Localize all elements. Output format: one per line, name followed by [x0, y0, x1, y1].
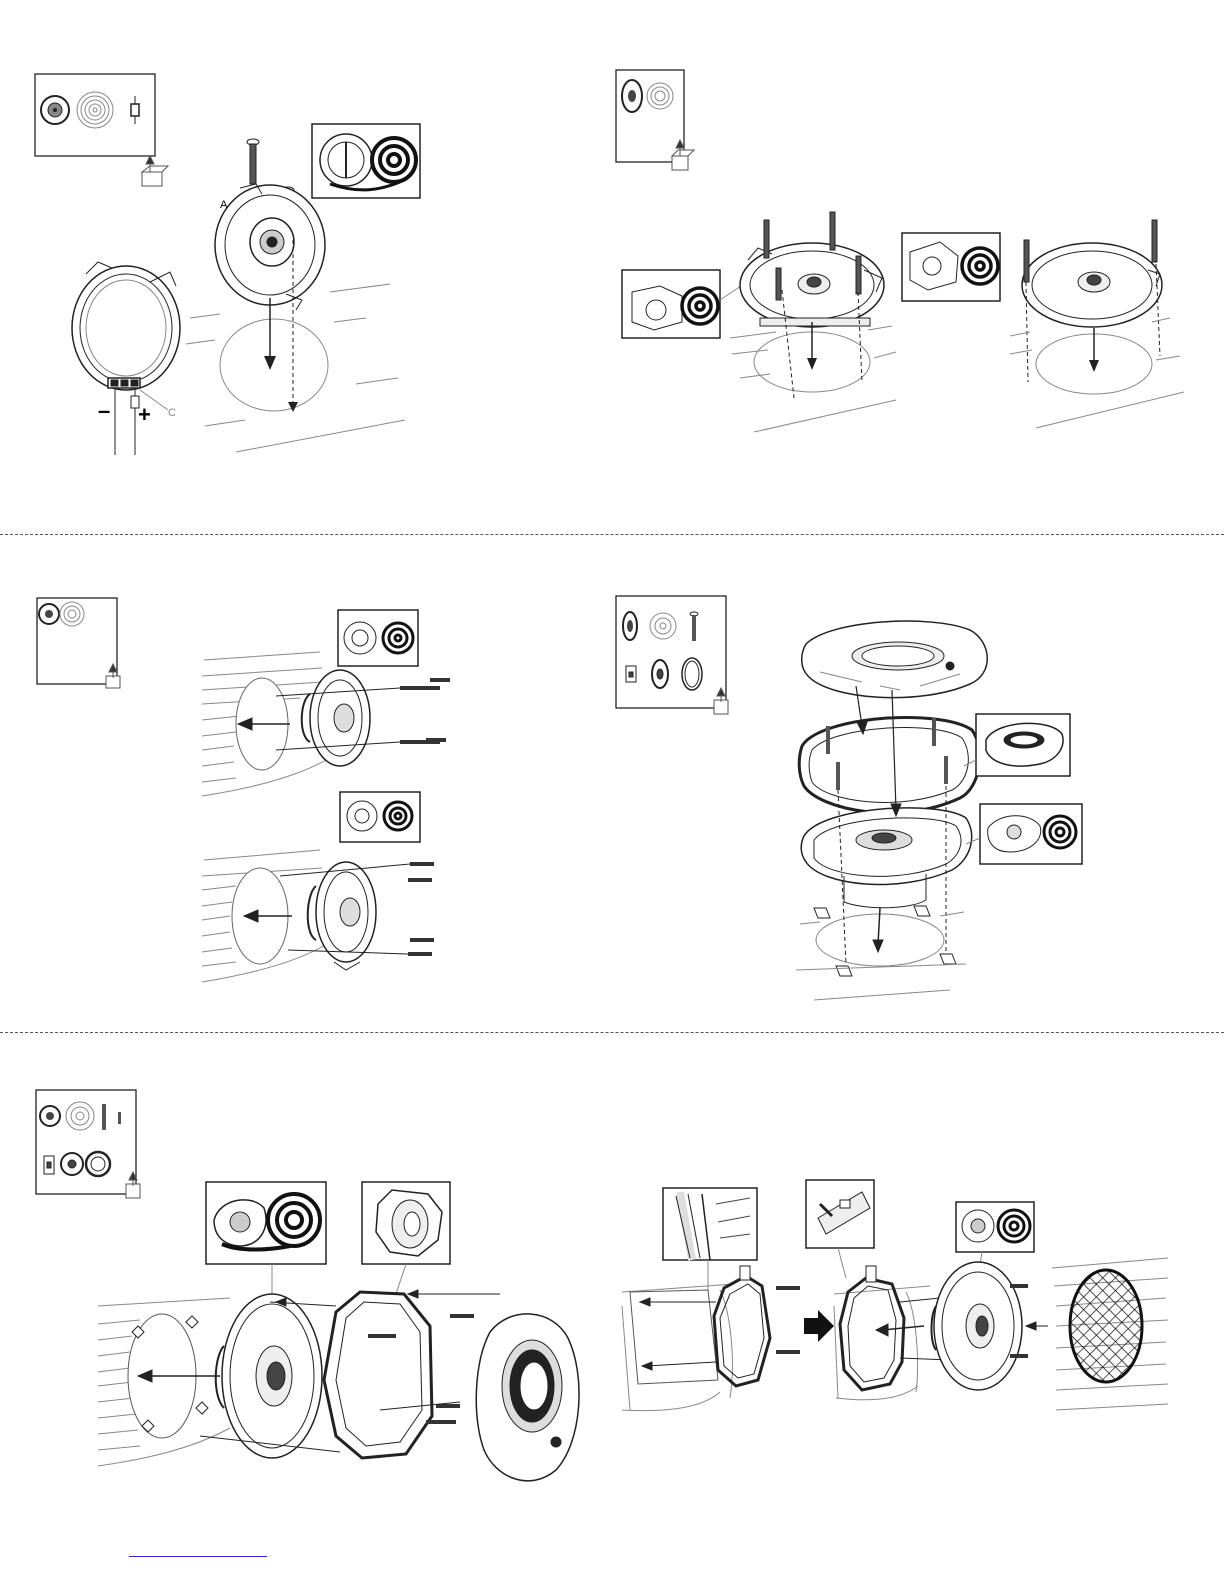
callout-c: C [168, 407, 176, 419]
speaker-detail-icon [320, 134, 372, 186]
detail-inset-speaker [956, 1202, 1034, 1252]
speaker-iso [215, 184, 325, 310]
next-step-arrow-icon [804, 1310, 834, 1342]
panel-2-oval-install [600, 60, 1224, 480]
footer-link-underline[interactable] [129, 1556, 267, 1557]
negative-label: – [98, 398, 110, 423]
section-divider-1 [0, 534, 1224, 535]
panel-1-round-3.5in-install: – + C A [0, 60, 600, 480]
round-grille [476, 1314, 579, 1481]
speaker-icon [41, 96, 69, 124]
grille-detail-icon [986, 723, 1063, 766]
arrow-icon [1026, 1322, 1048, 1330]
oval-grille [802, 621, 988, 698]
panel-3-drawing [0, 590, 600, 1010]
bracket-ring-left [714, 1266, 770, 1386]
detail-inset-lower [340, 792, 420, 842]
mounting-hole [630, 1290, 718, 1384]
speaker-icon [40, 1106, 60, 1126]
mounting-hole [220, 319, 328, 411]
screw-icon [400, 678, 450, 744]
mesh-grille [1070, 1270, 1142, 1382]
speaker-side-upper [302, 670, 370, 766]
panel-3-front-mount-install [0, 590, 600, 1010]
bracket-ring-mounted [840, 1266, 904, 1390]
round-speaker [932, 1262, 1023, 1390]
box-icon [142, 156, 168, 186]
positive-label: + [138, 402, 151, 427]
panel-6-drawing [600, 1080, 1224, 1500]
round-speaker [216, 1294, 322, 1458]
panel-4-drawing [600, 590, 1224, 1010]
panel-5-drawing [0, 1080, 600, 1500]
speaker-icon [39, 604, 59, 624]
adapter-ring [324, 1292, 432, 1458]
speaker-front [72, 262, 180, 455]
bracket-icon [44, 1156, 54, 1174]
panel-1-drawing: – + C A [0, 60, 600, 480]
panel-6-bracket-install [600, 1080, 1224, 1500]
section-divider-2 [0, 1032, 1224, 1033]
bracket-icon [626, 666, 636, 682]
speaker-icon [622, 80, 642, 112]
callout-a: A [220, 199, 228, 211]
speaker-icon [623, 612, 637, 640]
oval-speaker-left [740, 243, 884, 327]
oval-speaker-right [1022, 243, 1162, 327]
screw-icon [408, 862, 434, 956]
panel-4-oval-grille-install [600, 590, 1224, 1010]
panel-5-round-trim-install [0, 1080, 600, 1500]
detail-inset-speaker [980, 804, 1082, 864]
panel-2-drawing [600, 60, 1224, 480]
speaker-side-lower [308, 862, 376, 970]
screw-icon [776, 1286, 800, 1354]
